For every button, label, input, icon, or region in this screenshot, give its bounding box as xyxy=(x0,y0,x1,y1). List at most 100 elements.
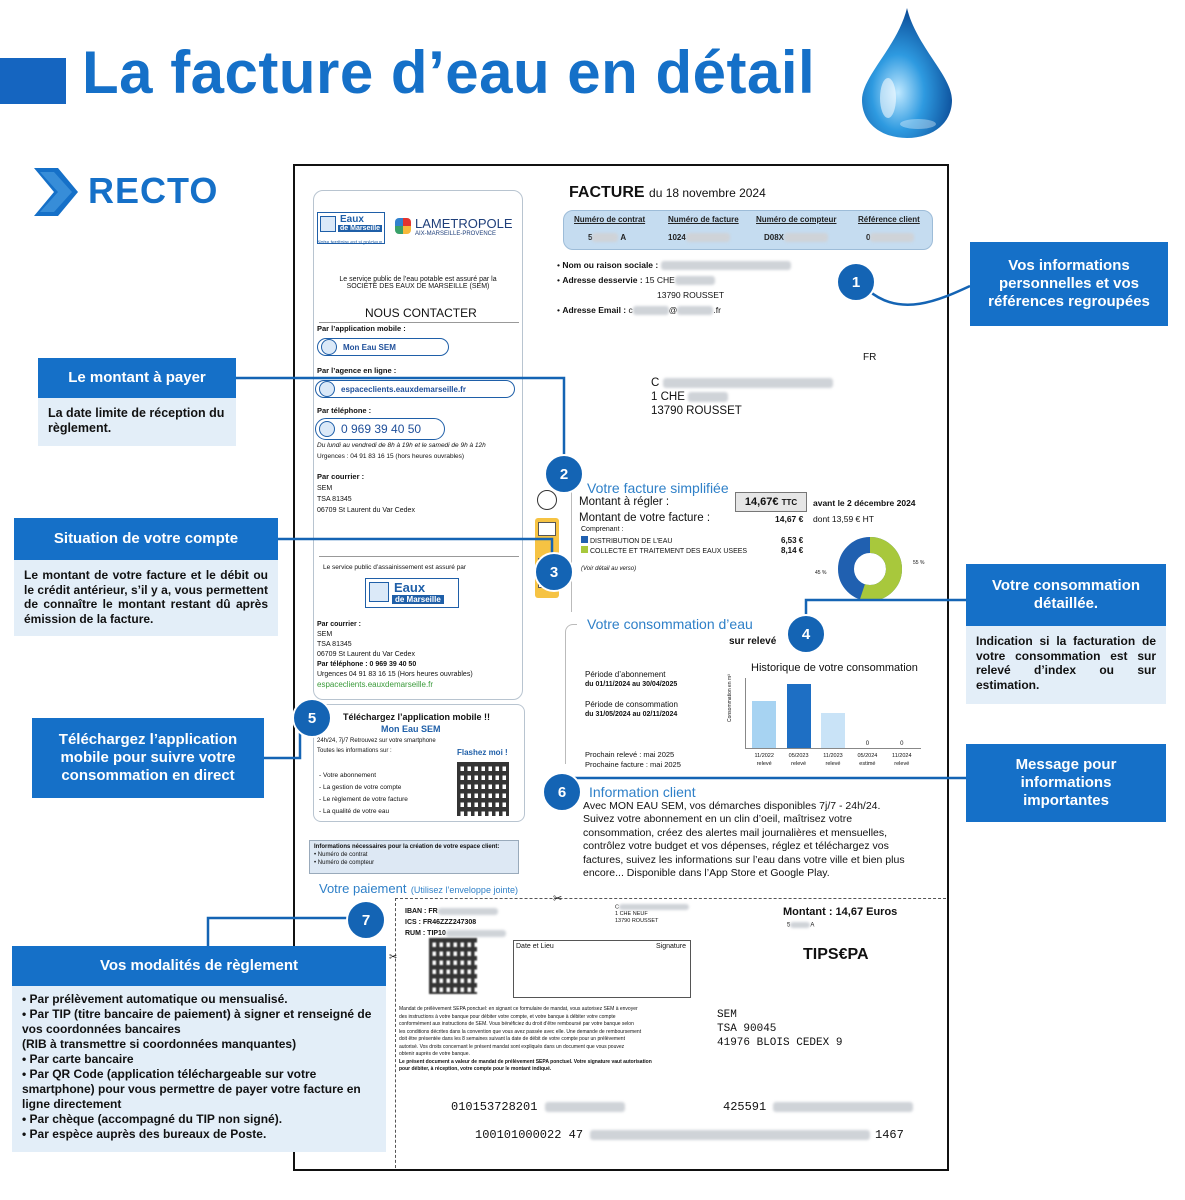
cut-line xyxy=(395,898,396,1169)
logo-tagline: Notre territoire est si précieux xyxy=(317,240,383,246)
callout-2-title: Le montant à payer xyxy=(38,358,236,398)
divider xyxy=(319,556,519,557)
donut-label-left: 45 % xyxy=(815,570,827,576)
badge-1: 1 xyxy=(836,262,876,302)
chart-title: Historique de votre consommation xyxy=(751,662,918,674)
line-distribution-value: 6,53 € xyxy=(781,536,804,545)
total-label: Montant de votre facture : xyxy=(579,512,711,524)
bar-05/2023 xyxy=(786,683,811,748)
line-collecte: COLLECTE ET TRAITEMENT DES EAUX USEES xyxy=(581,546,747,555)
payment-method-item: • Par espèce auprès des bureaux de Poste… xyxy=(22,1127,267,1141)
divider xyxy=(319,322,519,323)
app-box-title: Téléchargez l’application mobile !! xyxy=(343,712,491,722)
callout-4-body: Indication si la facturation de votre co… xyxy=(966,626,1166,704)
courrier-address: SEM TSA 81345 06709 St Laurent du Var Ce… xyxy=(317,485,415,514)
callout-6-title: Message pour informations importantes xyxy=(966,744,1166,822)
badge-5: 5 xyxy=(292,698,332,738)
invoice-document: Eaux de Marseille Notre territoire est s… xyxy=(293,164,949,1171)
callout-5-title: Téléchargez l’application mobile pour su… xyxy=(32,718,264,798)
bar-value-label: 0 xyxy=(865,741,870,747)
verso-note: (Voir détail au verso) xyxy=(581,566,637,572)
app-pill[interactable]: Mon Eau SEM xyxy=(317,338,449,356)
line-distribution: DISTRIBUTION DE L’EAU xyxy=(581,536,672,545)
donut-slice-collecte xyxy=(838,537,902,601)
ref-compteur: D08X xyxy=(764,233,829,243)
payment-amount: Montant : 14,67 Euros xyxy=(783,906,898,918)
chart-y-axis-label: Consommation en m³ xyxy=(727,674,733,722)
app-download-box xyxy=(313,704,525,822)
thumbs-icon xyxy=(537,490,557,510)
metropole-logo: LAMETROPOLE AIX-MARSEILLE-PROVENCE xyxy=(395,216,515,244)
scissors-icon: ✂ xyxy=(389,952,398,963)
total-value: 14,67 € xyxy=(775,514,804,524)
badge-4: 4 xyxy=(786,614,826,654)
web-label: Par l’agence en ligne : xyxy=(317,366,397,375)
payment-method-item: • Par prélèvement automatique ou mensual… xyxy=(22,992,288,1006)
payment-method-item: • Par TIP (titre bancaire de paiement) à… xyxy=(22,1007,372,1036)
callout-1-title: Vos informations personnelles et vos réf… xyxy=(970,242,1168,326)
phone-label: Par téléphone : xyxy=(317,406,372,415)
bar-11/2023 xyxy=(821,713,845,748)
eaux-marseille-logo: Eaux de Marseille xyxy=(365,578,459,608)
country-code: FR xyxy=(863,352,877,363)
payment-method-item: (RIB à transmettre si coordonnées manqua… xyxy=(22,1037,297,1051)
app-box-line2: Toutes les informations sur : xyxy=(317,748,392,754)
qr-code-icon[interactable] xyxy=(457,762,509,816)
simplified-title: Votre facture simplifiée xyxy=(587,480,729,496)
payment-code-4: 1467 xyxy=(875,1128,904,1142)
sem-address: SEM TSA 90045 41976 BLOIS CEDEX 9 xyxy=(717,1009,843,1049)
ref-header-client: Référence client xyxy=(858,215,920,224)
cut-line xyxy=(395,898,947,899)
courrier-label: Par courrier : xyxy=(317,472,365,481)
sepa-mandate-text: Mandat de prélèvement SEPA ponctuel: en … xyxy=(399,1006,652,1072)
page-title: La facture d’eau en détail xyxy=(82,39,816,106)
consumption-period: Période de consommation du 31/05/2024 au… xyxy=(585,700,678,718)
phone-icon xyxy=(321,339,337,355)
water-drop-icon xyxy=(862,8,952,138)
phone-pill[interactable]: 0 969 39 40 50 xyxy=(315,418,445,440)
info-client-title: Information client xyxy=(589,784,696,800)
callout-7-body: • Par prélèvement automatique ou mensual… xyxy=(12,986,386,1152)
references-box: Numéro de contrat Numéro de facture Numé… xyxy=(563,210,933,250)
qr-code-icon[interactable] xyxy=(429,938,477,994)
phone-icon xyxy=(319,421,335,437)
info-client-text: Avec MON EAU SEM, vos démarches disponib… xyxy=(583,800,905,880)
web-pill[interactable]: espaceclients.eauxdemarseille.fr xyxy=(315,380,515,398)
mailing-address: C 1 CHE 13790 ROUSSET xyxy=(651,376,833,418)
next-dates: Prochain relevé : mai 2025 Prochaine fac… xyxy=(585,750,681,769)
badge-3: 3 xyxy=(534,552,574,592)
info-box: Informations nécessaires pour la créatio… xyxy=(309,840,519,874)
divider xyxy=(571,476,572,612)
recto-label: RECTO xyxy=(88,170,219,211)
amount-value: 14,67€ TTC xyxy=(735,492,807,512)
app-box-line1: 24h/24, 7j/7 Retrouvez sur votre smartph… xyxy=(317,738,436,744)
app-box-items: - Votre abonnement - La gestion de votre… xyxy=(319,772,408,815)
badge-6: 6 xyxy=(542,772,582,812)
signature-box[interactable]: Date et Lieu Signature xyxy=(513,940,691,998)
payment-method-item: • Par chèque (accompagné du TIP non sign… xyxy=(22,1112,283,1126)
payment-code-2: 425591 xyxy=(723,1100,914,1114)
ref-header-compteur: Numéro de compteur xyxy=(756,215,837,224)
client-info: • Nom ou raison sociale : • Adresse dess… xyxy=(557,258,791,318)
ref-contrat: 5 A xyxy=(588,233,627,243)
globe-icon xyxy=(319,381,335,397)
assainissement-line: Le service public d’assainissement est a… xyxy=(323,564,467,571)
divider xyxy=(565,624,577,764)
urgences-text: Urgences : 04 91 83 16 15 (hors heures o… xyxy=(317,453,465,460)
callout-3-body: Le montant de votre facture et le débit … xyxy=(14,560,278,636)
payment-title: Votre paiement (Utilisez l’enveloppe joi… xyxy=(319,881,518,896)
title-accent-bar xyxy=(0,58,66,104)
ref-client: 0 xyxy=(866,233,915,243)
flash-label: Flashez moi ! xyxy=(457,748,508,757)
bank-info: IBAN : FR ICS : FR46ZZZ247308 RUM : TIP1… xyxy=(405,906,506,939)
contact-title: NOUS CONTACTER xyxy=(365,306,477,320)
line-collecte-value: 8,14 € xyxy=(781,546,804,555)
deadline-text: avant le 2 décembre 2024 xyxy=(813,498,916,508)
service-text: Le service public de l’eau potable est a… xyxy=(339,276,497,290)
callout-4-title: Votre consommation détaillée. xyxy=(966,564,1166,626)
app-box-name: Mon Eau SEM xyxy=(381,724,441,734)
